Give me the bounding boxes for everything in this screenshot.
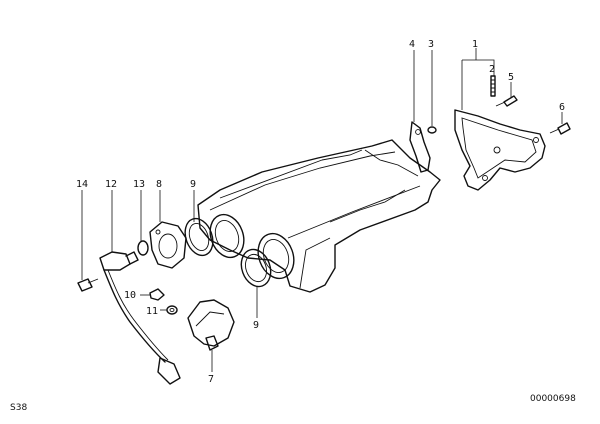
- callout-6: 6: [559, 102, 565, 113]
- callout-5: 5: [508, 72, 514, 83]
- callout-14: 14: [76, 179, 88, 190]
- callout-4: 4: [409, 39, 415, 50]
- bolt-5: [495, 95, 518, 107]
- callout-1: 1: [472, 39, 478, 50]
- callout-9-upper: 9: [190, 179, 196, 190]
- intake-housing: [197, 139, 441, 293]
- callout-12: 12: [105, 179, 117, 190]
- seal-ring-lower: [240, 248, 272, 288]
- callout-9-lower: 9: [253, 320, 259, 331]
- flange-plate: [149, 221, 187, 269]
- cover-cap: [187, 299, 235, 351]
- clip-10: [149, 288, 165, 301]
- clip-part: [427, 126, 437, 134]
- callout-labels: 4 3 1 2 5 6 14 12 13 8 9 10 11 9 7: [76, 39, 565, 385]
- cover-plate: [454, 109, 546, 191]
- nut-11: [166, 305, 178, 315]
- gasket-strip: [409, 121, 431, 173]
- bolt-14: [77, 278, 99, 292]
- page-code: S38: [10, 403, 28, 413]
- callout-10: 10: [124, 290, 136, 301]
- seal-ring-small: [137, 240, 149, 256]
- bolt-6: [549, 122, 571, 135]
- callout-13: 13: [133, 179, 145, 190]
- callout-11: 11: [146, 306, 158, 317]
- callout-8: 8: [156, 179, 162, 190]
- callout-3: 3: [428, 39, 434, 50]
- seal-ring-upper: [184, 217, 214, 257]
- leader-lines: [81, 48, 563, 372]
- callout-2: 2: [489, 64, 495, 75]
- drawing-number: 00000698: [530, 394, 576, 404]
- callout-7: 7: [208, 374, 214, 385]
- stud-part: [490, 75, 496, 97]
- sensor-with-cable: [99, 251, 181, 385]
